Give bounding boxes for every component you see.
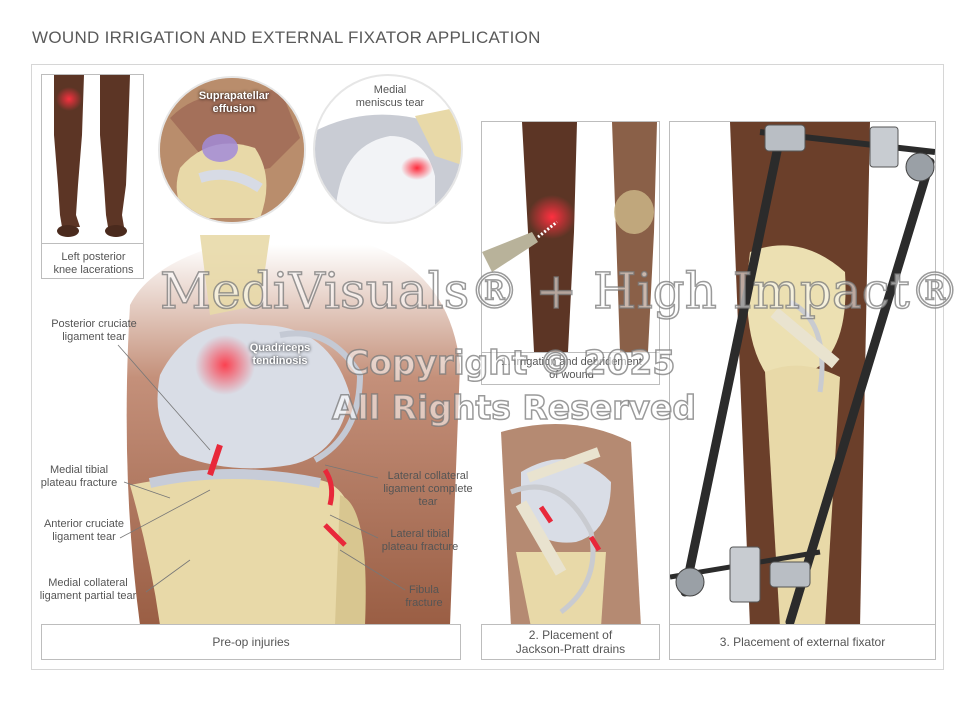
label-lateral-tibial-plateau: Lateral tibial plateau fracture <box>381 528 459 553</box>
meniscus-label: Medial meniscus tear <box>355 84 425 109</box>
label-acl: Anterior cruciate ligament tear <box>43 518 125 543</box>
legs-caption: Left posterior knee lacerations <box>53 251 134 276</box>
suprapatellar-label: Suprapatellar effusion <box>198 90 270 115</box>
meniscus-inset: Medial meniscus tear <box>313 74 463 224</box>
irrigation-caption: 1. Irrigation and debridement of wound <box>501 356 642 381</box>
fixator-panel <box>669 121 936 626</box>
label-medial-tibial-plateau: Medial tibial plateau fracture <box>40 464 118 489</box>
label-quadriceps: Quadriceps tendinosis <box>249 342 311 367</box>
label-mcl: Medial collateral ligament partial tear <box>39 577 137 602</box>
preop-knee-illustration <box>110 225 480 625</box>
suprapatellar-inset: Suprapatellar effusion <box>158 76 306 224</box>
preop-caption: Pre-op injuries <box>41 624 461 660</box>
page-title: WOUND IRRIGATION AND EXTERNAL FIXATOR AP… <box>32 28 541 47</box>
irrigation-panel: 1. Irrigation and debridement of wound <box>481 121 660 385</box>
drains-panel <box>481 412 660 627</box>
label-fibula: Fibula fracture <box>405 584 443 609</box>
fixator-caption: 3. Placement of external fixator <box>669 624 936 660</box>
legs-illustration <box>54 75 130 237</box>
drains-caption: 2. Placement of Jackson-Pratt drains <box>481 624 660 660</box>
label-pcl: Posterior cruciate ligament tear <box>51 318 137 343</box>
label-lcl: Lateral collateral ligament complete tea… <box>383 470 473 508</box>
legs-panel: Left posterior knee lacerations <box>41 74 144 279</box>
